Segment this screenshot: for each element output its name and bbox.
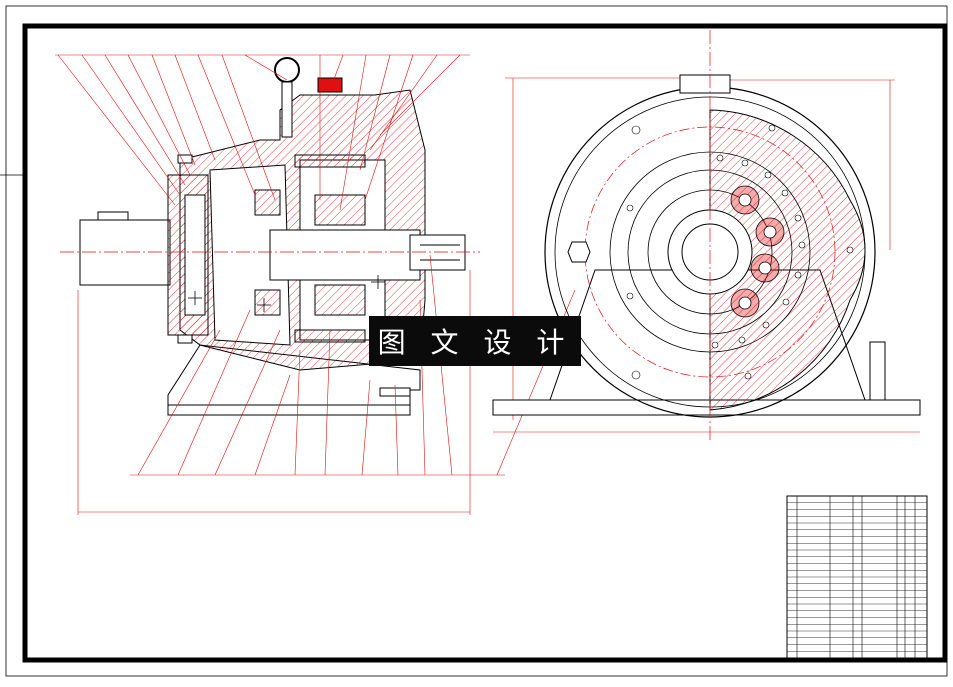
side-view [492, 30, 921, 440]
watermark: 图 文 设 计 [369, 316, 581, 366]
leaders-top [55, 54, 470, 211]
front-section-view [79, 57, 466, 416]
bom-rows [787, 502, 927, 652]
dimensions [77, 77, 920, 515]
drawing-frame [22, 23, 948, 663]
